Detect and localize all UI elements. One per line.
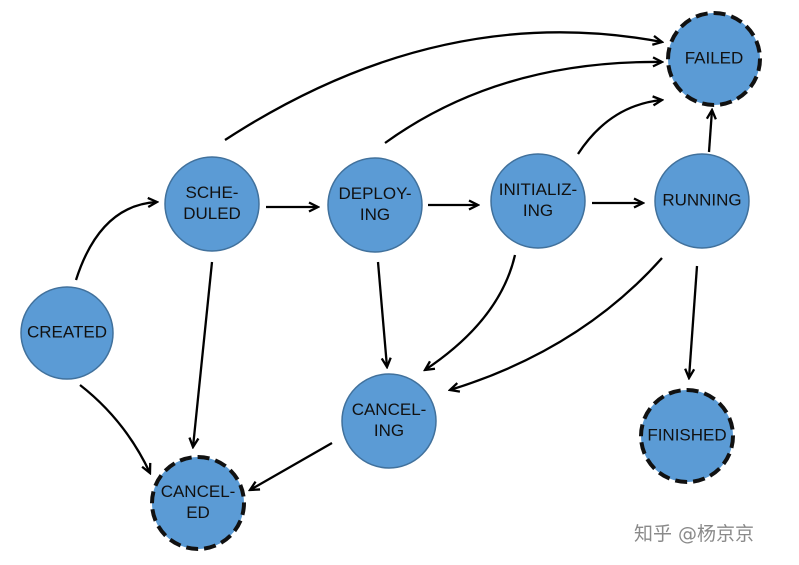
node-created-label: CREATED xyxy=(27,322,107,341)
nodes-layer: CREATED SCHE- DULED DEPLOY- ING INITIALIZ- ING… xyxy=(20,11,762,551)
node-deploying-circle xyxy=(327,157,423,253)
node-initializing-circle xyxy=(490,153,586,249)
edge-deploying-to-failed xyxy=(384,62,662,144)
edge-initializing-to-failed xyxy=(577,100,662,155)
node-failed: FAILED xyxy=(666,11,762,107)
node-canceled-label: CANCEL- xyxy=(161,482,236,501)
node-deploying-label: DEPLOY- xyxy=(338,184,411,203)
node-running: RUNNING xyxy=(654,153,750,249)
node-canceled-circle xyxy=(150,455,246,551)
edge-initializing-to-canceling xyxy=(425,254,517,370)
edges-layer xyxy=(74,31,712,490)
node-scheduled-circle xyxy=(164,156,260,252)
edge-running-to-failed xyxy=(709,110,712,153)
node-canceled: CANCEL- ED xyxy=(150,455,246,551)
node-scheduled-label: SCHE- xyxy=(186,183,239,202)
edge-running-to-finished xyxy=(689,265,699,378)
node-canceling-label: ING xyxy=(374,421,404,440)
node-failed-label: FAILED xyxy=(685,48,744,67)
node-finished-circle xyxy=(639,388,735,484)
node-initializing-label: INITIALIZ- xyxy=(499,180,577,199)
node-canceled-label: ED xyxy=(186,503,210,522)
edge-created-to-scheduled xyxy=(74,202,157,281)
node-created: CREATED xyxy=(20,286,114,380)
edge-scheduled-to-canceled xyxy=(193,261,214,447)
node-deploying-label: ING xyxy=(360,205,390,224)
edge-running-to-canceling xyxy=(450,257,663,390)
edge-deploying-to-canceling xyxy=(376,261,387,367)
node-running-label: RUNNING xyxy=(662,190,741,209)
node-initializing-label: ING xyxy=(523,201,553,220)
edge-scheduled-to-failed xyxy=(224,31,662,141)
node-scheduled: SCHE- DULED xyxy=(164,156,260,252)
edge-canceling-to-canceled xyxy=(250,442,333,490)
node-canceling: CANCEL- ING xyxy=(341,373,437,469)
node-running-circle xyxy=(654,153,750,249)
watermark: 知乎 @杨京京 xyxy=(634,523,755,545)
node-scheduled-label: DULED xyxy=(183,204,241,223)
node-finished: FINISHED xyxy=(639,388,735,484)
node-initializing: INITIALIZ- ING xyxy=(490,153,586,249)
node-created-circle xyxy=(20,286,114,380)
node-failed-circle xyxy=(666,11,762,107)
edge-created-to-canceled xyxy=(79,384,150,473)
node-deploying: DEPLOY- ING xyxy=(327,157,423,253)
node-canceling-label: CANCEL- xyxy=(352,400,427,419)
node-finished-label: FINISHED xyxy=(647,425,726,444)
node-canceling-circle xyxy=(341,373,437,469)
